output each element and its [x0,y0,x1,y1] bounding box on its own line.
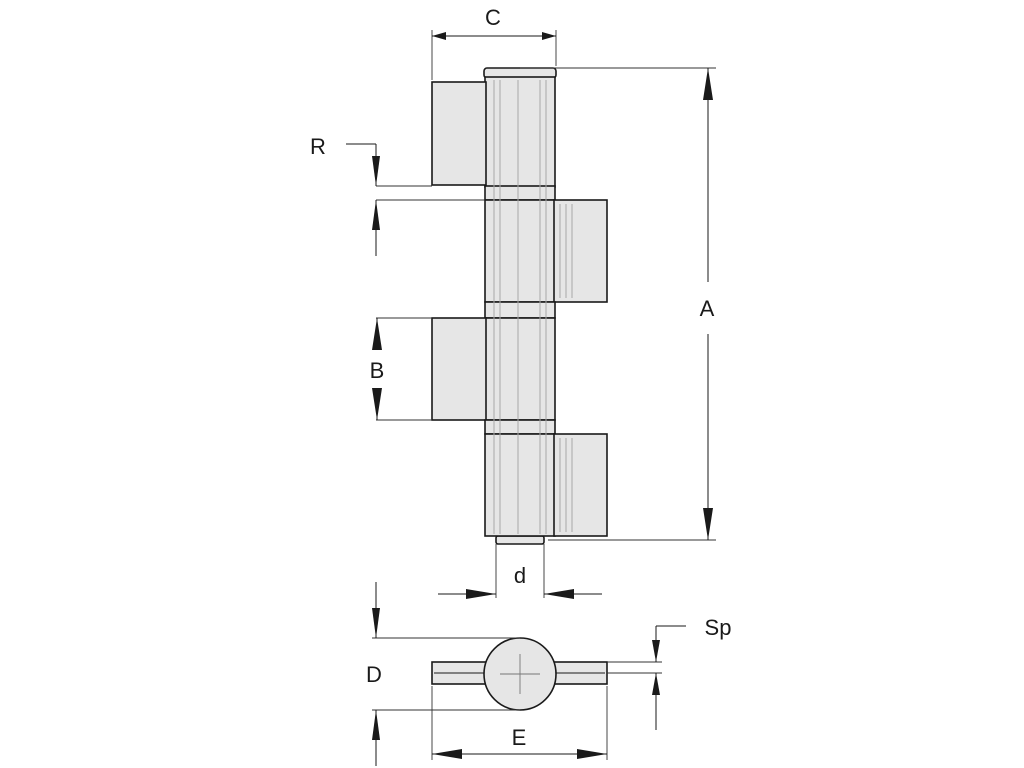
dimension-E: E [431,686,608,760]
leaf-2-right [553,199,608,303]
knuckle-2-ring [484,301,556,319]
label-A: A [700,296,715,321]
label-B: B [370,358,385,383]
hinge-top-view [431,637,608,711]
knuckle-1 [484,76,556,188]
knuckle-4 [484,433,556,537]
label-E: E [512,725,527,750]
hinge-front-view [431,67,608,545]
dimension-D: D [366,582,520,766]
label-R: R [310,134,326,159]
knuckle-1-ring [484,185,556,201]
leaf-4-right [553,433,608,537]
dimension-A: A [520,67,716,541]
knuckle-3 [484,317,556,421]
dimension-R: R [310,134,485,256]
pin-bottom-cap [495,535,545,545]
knuckle-2 [484,199,556,303]
knuckle-shading [493,80,573,534]
leaf-1-left [431,81,487,186]
dimension-d: d [438,544,602,599]
leaf-3-left [431,317,487,421]
knuckle-3-ring [484,419,556,435]
label-d: d [514,563,526,588]
label-Sp: Sp [705,615,732,640]
label-C: C [485,5,501,30]
dimension-B: B [370,317,432,421]
label-D: D [366,662,382,687]
dimension-C: C [431,5,557,80]
dimension-Sp: Sp [607,615,731,730]
